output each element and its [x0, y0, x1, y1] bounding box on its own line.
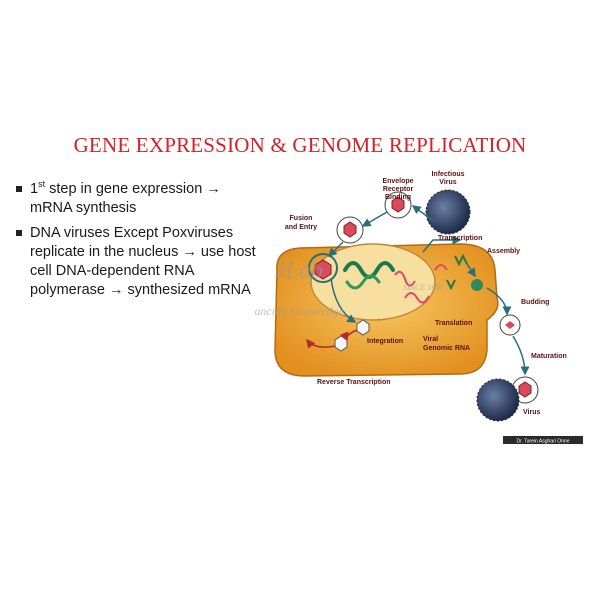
bullet-1-pre: 1 [30, 181, 39, 197]
released-virus [476, 378, 520, 422]
bullet-2-text: DNA viruses Except Poxviruses replicate … [30, 225, 256, 298]
nucleus [310, 243, 436, 321]
arrow [327, 241, 344, 258]
label-maturation: Maturation [531, 353, 567, 360]
binding-capsid [391, 196, 405, 213]
viral-replication-diagram: Infectious Virus Envelope Receptor Bindi… [255, 171, 583, 445]
capsid [314, 259, 332, 280]
label-binding: Binding [385, 194, 411, 201]
bullet-item-1: 1st step in gene expression → mRNA synth… [16, 180, 266, 218]
assembly-particle [471, 279, 483, 291]
bullet-1-sup: st [38, 179, 46, 190]
label-virus-bottom: Virus [523, 409, 540, 416]
bullet-item-2: DNA viruses Except Poxviruses replicate … [16, 224, 266, 300]
arrow [340, 329, 358, 342]
rna-strand [394, 270, 416, 287]
watermark-tagline: Enhancing Knowledge [255, 304, 345, 318]
arrow [411, 205, 436, 223]
label-envelope: Envelope [382, 178, 413, 185]
label-transcription: Transcription [438, 235, 482, 242]
label-receptor: Receptor [383, 186, 414, 193]
dna-strand [345, 274, 381, 290]
bullet-list: 1st step in gene expression → mRNA synth… [16, 180, 266, 306]
arrow [422, 235, 462, 253]
credit-text: Dr. Tarein Asghari Onne [517, 439, 570, 445]
label-translation: Translation [435, 320, 472, 327]
arrow [306, 338, 336, 349]
arrow [512, 335, 530, 376]
capsid [356, 319, 370, 336]
bullet-square-icon [16, 230, 22, 236]
rna-strand [404, 292, 430, 304]
watermark-logo: JLab [275, 258, 323, 284]
arrow [361, 211, 388, 227]
entering-capsid [343, 221, 357, 238]
maturing-capsid [518, 381, 532, 398]
arrow [466, 263, 476, 278]
arrow [486, 287, 512, 316]
label-integration: Integration [367, 338, 403, 345]
label-fusion: Fusion [290, 215, 313, 222]
capsid [334, 335, 348, 352]
label-reverse-transcription: Reverse Transcription [317, 379, 391, 386]
rna-strand [434, 264, 448, 271]
infectious-virus [425, 189, 471, 235]
endosome [308, 253, 338, 283]
protein [446, 279, 456, 291]
label-budding: Budding [521, 299, 549, 306]
watermark-since: SINCE 1980 [403, 283, 443, 292]
label-entry: and Entry [285, 224, 317, 231]
label-infectious: Infectious [431, 171, 464, 178]
label-genomic-rna: Genomic RNA [423, 345, 470, 352]
credit-box [503, 436, 583, 444]
label-assembly: Assembly [487, 248, 520, 255]
label-viral: Viral [423, 336, 438, 343]
bullet-1-rest: step in gene expression → mRNA synthesis [30, 181, 221, 216]
budding-particle [505, 321, 515, 329]
arrow [330, 277, 357, 323]
slide-title: GENE EXPRESSION & GENOME REPLICATION [73, 133, 527, 157]
bullet-square-icon [16, 186, 22, 192]
label-virus-top: Virus [439, 179, 456, 186]
protein [454, 253, 468, 267]
